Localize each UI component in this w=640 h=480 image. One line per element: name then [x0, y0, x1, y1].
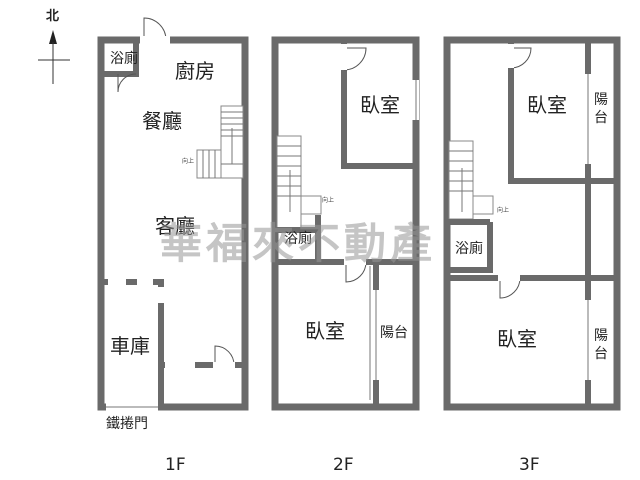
room-2f-bedroom-s: 臥室	[305, 319, 345, 343]
north-arrow: 北	[38, 9, 70, 84]
room-2f-bath: 浴廁	[284, 230, 312, 247]
north-arrow-icon	[49, 30, 57, 44]
room-3f-balcony-n: 陽台	[594, 92, 608, 126]
room-1f-garage: 車庫	[110, 334, 150, 358]
outer-wall-1f	[97, 36, 249, 411]
watermark: 華福來不動產	[160, 219, 436, 268]
room-3f-bedroom-n: 臥室	[527, 93, 567, 117]
stair-note-3f: 向上	[497, 206, 509, 214]
bedroom-wall-2f	[341, 40, 416, 169]
floor-label-1f: 1F	[165, 455, 186, 475]
door-1f-entry	[214, 345, 235, 366]
stair-note-2f: 向上	[322, 196, 334, 204]
floor-label-2f: 2F	[333, 455, 354, 475]
floor-3f: 向上 臥室 陽台 浴廁 臥室 陽台 3F	[443, 36, 621, 475]
floor-1f: 向上 浴廁 廚房 餐廳 客廳 車庫 鐵捲門 1F	[97, 17, 249, 475]
gate-1f: 鐵捲門	[106, 415, 148, 432]
room-3f-balcony-s: 陽台	[594, 328, 608, 362]
floor-label-3f: 3F	[519, 455, 540, 475]
room-3f-bath: 浴廁	[455, 240, 483, 257]
staircase-1f: 向上	[182, 105, 244, 179]
bedroom-wall-3f	[508, 40, 588, 184]
room-1f-kitchen: 廚房	[175, 59, 215, 83]
room-1f-bath: 浴廁	[110, 50, 138, 67]
staircase-2f: 向上	[276, 135, 334, 229]
staircase-3f: 向上	[448, 140, 509, 220]
stair-note-1f: 向上	[182, 157, 194, 165]
room-3f-bedroom-s: 臥室	[497, 327, 537, 351]
room-2f-bedroom-n: 臥室	[360, 93, 400, 117]
room-2f-balcony: 陽台	[380, 325, 408, 341]
north-label: 北	[46, 9, 59, 24]
floor-2f: 向上 臥室 浴廁 臥室 陽台 2F	[271, 36, 420, 475]
bath-wall-3f	[447, 222, 493, 273]
room-1f-dining: 餐廳	[142, 109, 182, 133]
room-1f-living: 客廳	[155, 214, 195, 238]
